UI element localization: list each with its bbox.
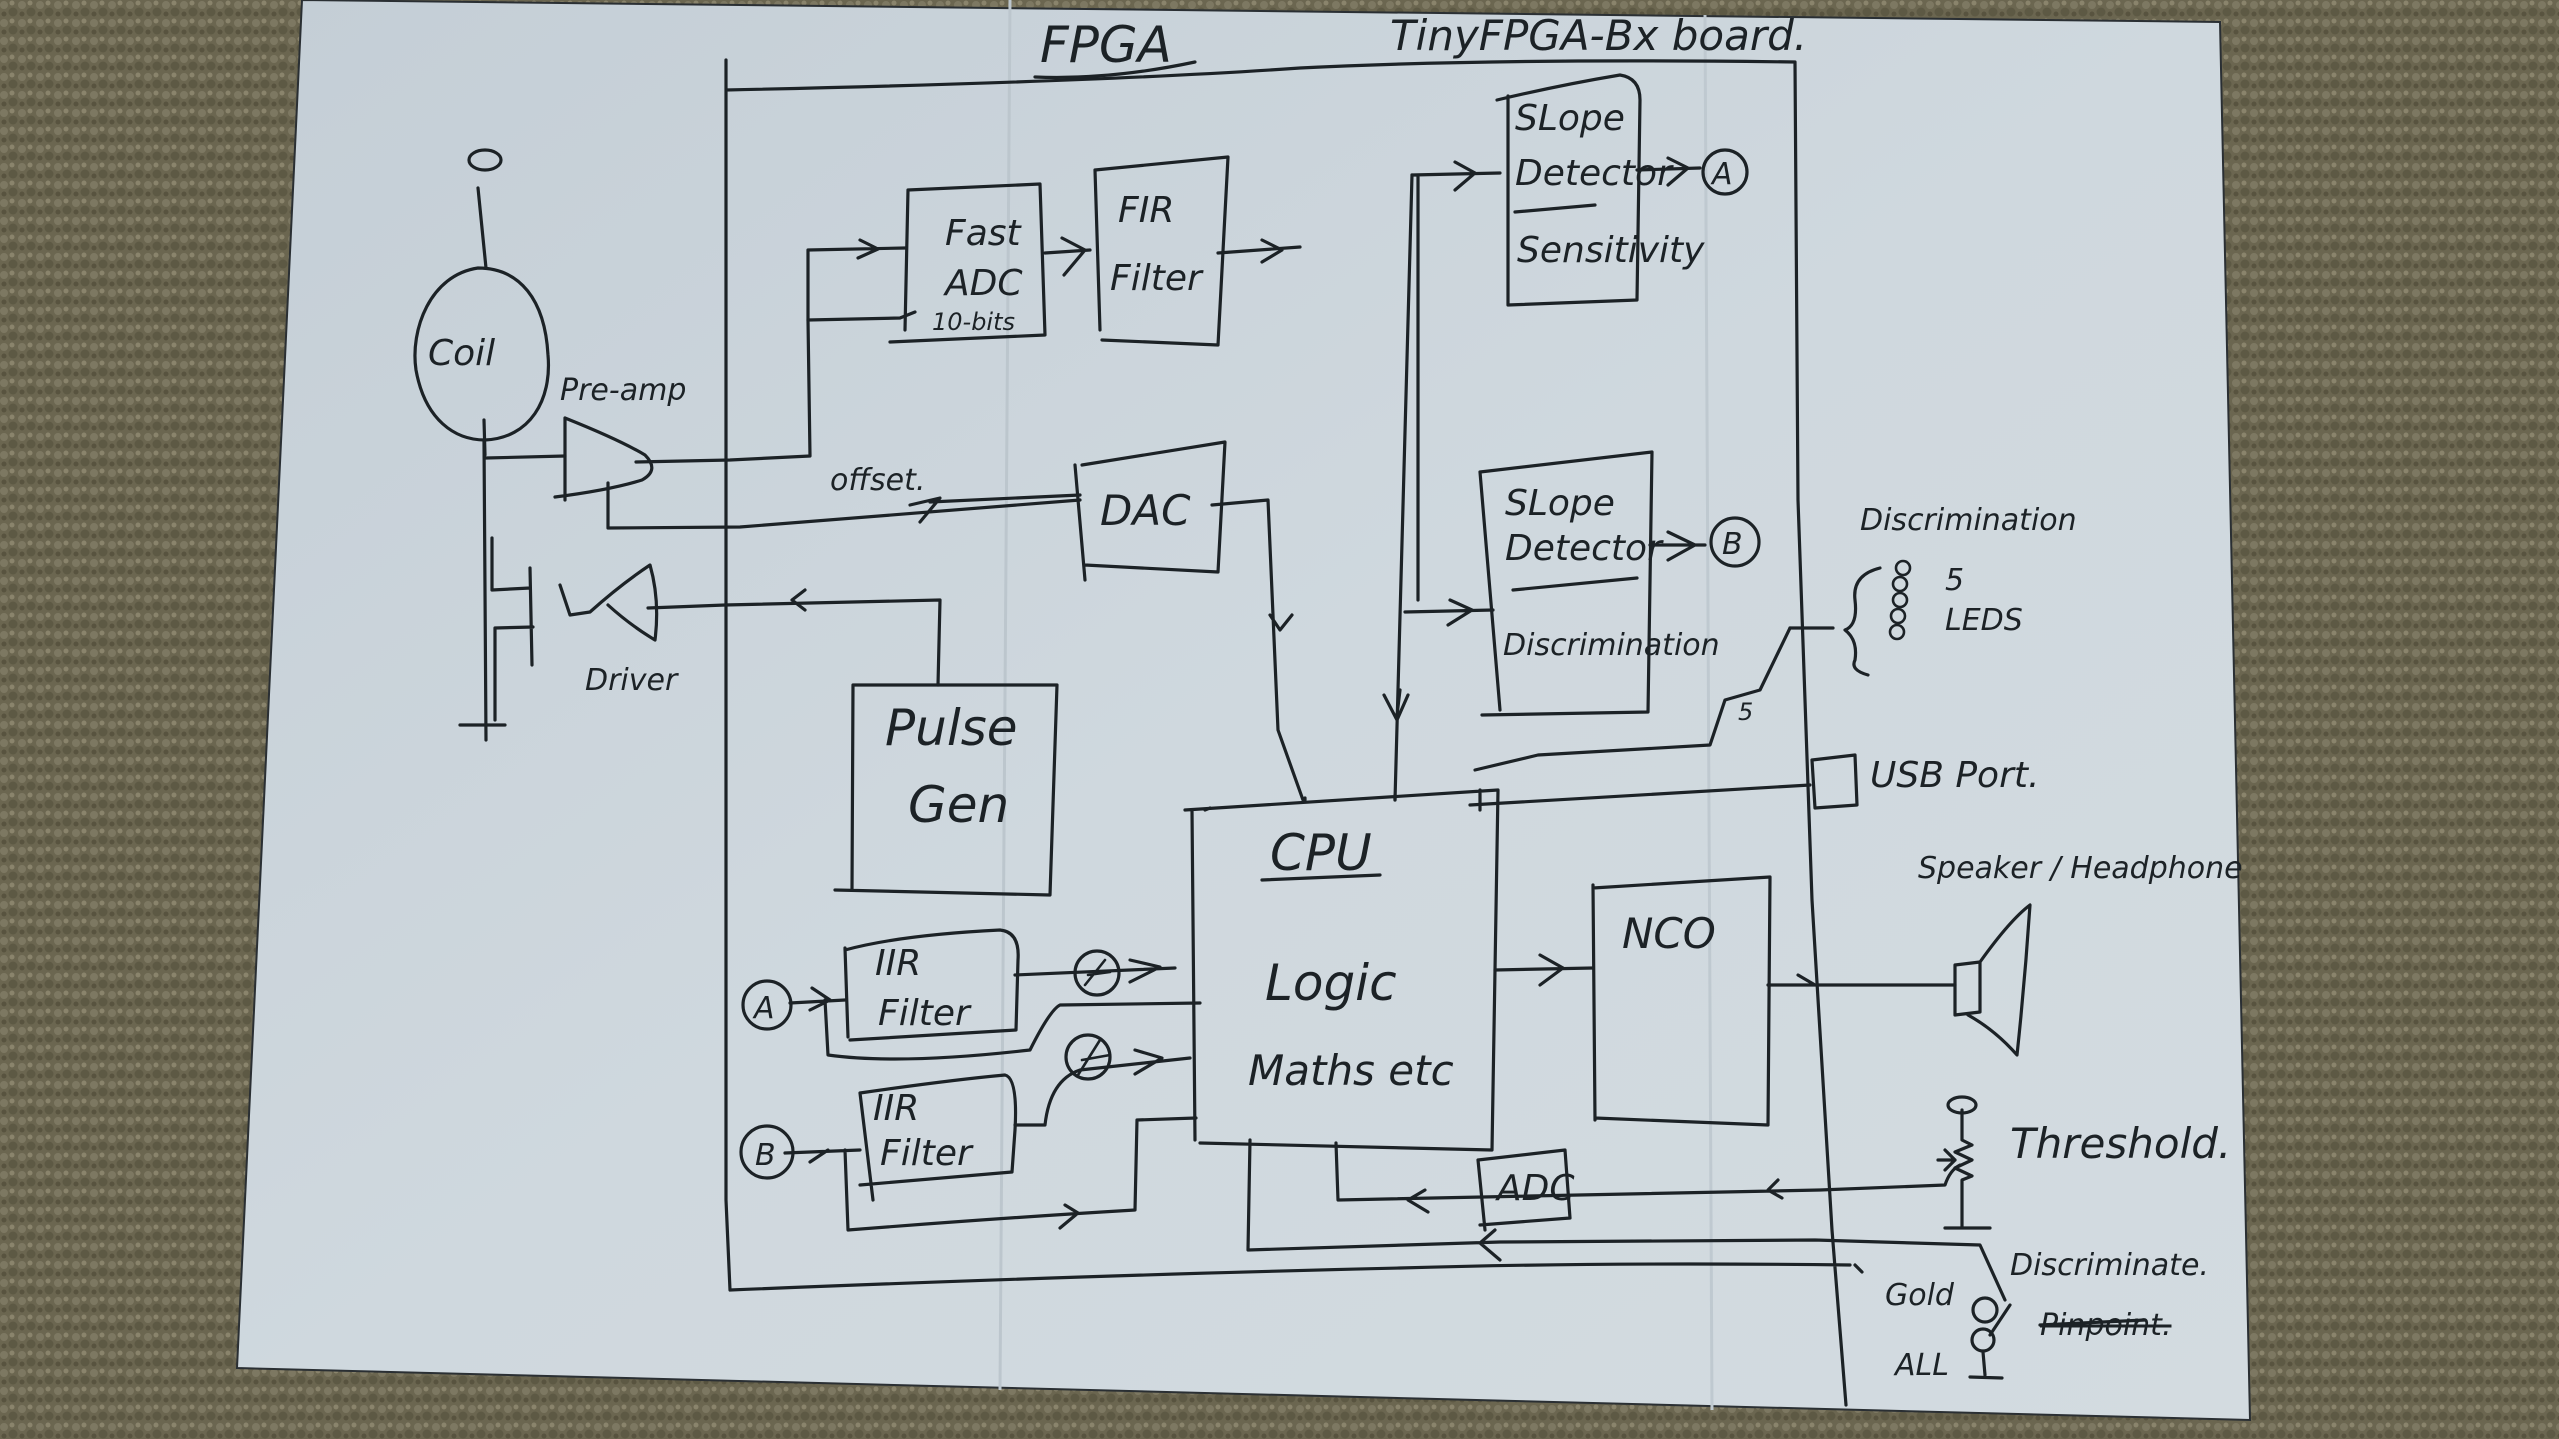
svg-text:Filter: Filter bbox=[880, 1133, 974, 1174]
svg-text:Coil: Coil bbox=[428, 333, 495, 374]
svg-text:DAC: DAC bbox=[1100, 486, 1191, 535]
discriminate-switch: Gold ALL Discriminate. Pinpoint. bbox=[1853, 1248, 2209, 1383]
paper-sheet bbox=[235, 0, 2252, 1422]
slope-detector-discrimination-block: SLope Detector Discrimination bbox=[1403, 450, 1720, 717]
svg-text:Filter: Filter bbox=[878, 993, 972, 1034]
svg-text:Discriminate.: Discriminate. bbox=[2010, 1248, 2209, 1283]
svg-text:NCO: NCO bbox=[1622, 909, 1716, 958]
svg-text:ALL: ALL bbox=[1893, 1348, 1949, 1383]
svg-text:Speaker / Headphone: Speaker / Headphone bbox=[1918, 851, 2243, 886]
pulse-gen-block: Pulse Gen bbox=[833, 683, 1059, 897]
svg-text:offset.: offset. bbox=[830, 463, 925, 498]
svg-text:Filter: Filter bbox=[1110, 258, 1204, 299]
connector-a-output: A bbox=[1701, 148, 1749, 196]
svg-text:IIR: IIR bbox=[873, 1088, 919, 1129]
iir-filter-a-block: IIR Filter bbox=[788, 928, 1202, 1061]
svg-text:Detector: Detector bbox=[1515, 153, 1674, 194]
svg-text:ADC: ADC bbox=[943, 263, 1023, 304]
svg-text:10-bits: 10-bits bbox=[932, 308, 1015, 336]
struck-connector-b bbox=[1064, 1033, 1112, 1081]
svg-text:Pre-amp: Pre-amp bbox=[560, 373, 686, 408]
svg-text:Fast: Fast bbox=[945, 213, 1023, 254]
paper-fold-line bbox=[998, 0, 1012, 1391]
svg-text:LEDS: LEDS bbox=[1945, 603, 2023, 638]
cpu-block: CPU Logic Maths etc 5 bbox=[1183, 626, 1812, 1152]
struck-connector-a bbox=[1073, 949, 1121, 997]
svg-text:B: B bbox=[755, 1138, 776, 1173]
fast-adc-block: Fast ADC 10-bits bbox=[806, 182, 1047, 344]
svg-text:Gold: Gold bbox=[1885, 1278, 1955, 1313]
svg-text:CPU: CPU bbox=[1270, 824, 1372, 882]
svg-text:Discrimination: Discrimination bbox=[1503, 628, 1720, 663]
adc-block: ADC bbox=[1246, 1138, 2007, 1302]
struck-connector-a-scribble bbox=[1083, 958, 1112, 987]
driver: Driver bbox=[458, 536, 942, 727]
svg-text:Gen: Gen bbox=[908, 776, 1009, 834]
struck-connector-b-scribble bbox=[1076, 1038, 1112, 1077]
svg-text:SLope: SLope bbox=[1515, 98, 1625, 139]
svg-text:Pulse: Pulse bbox=[885, 699, 1018, 757]
board-label: TinyFPGA-Bx board. bbox=[1390, 11, 1807, 60]
svg-text:Discrimination: Discrimination bbox=[1860, 503, 2077, 538]
svg-text:SLope: SLope bbox=[1505, 483, 1615, 524]
fpga-boundary bbox=[724, 58, 1852, 1407]
svg-text:A: A bbox=[1710, 157, 1733, 192]
dac-block: DAC bbox=[928, 440, 1305, 802]
svg-text:B: B bbox=[1722, 527, 1743, 562]
svg-text:ADC: ADC bbox=[1495, 1168, 1575, 1209]
svg-text:IIR: IIR bbox=[875, 943, 921, 984]
fpga-title: FPGA bbox=[1040, 16, 1172, 74]
svg-text:Threshold.: Threshold. bbox=[2010, 1119, 2231, 1168]
connector-b-output: B bbox=[1709, 516, 1761, 568]
fir-to-slope-bus bbox=[1382, 173, 1414, 802]
iir-filter-b-block: IIR Filter bbox=[783, 1048, 1198, 1232]
fir-filter-block: FIR Filter bbox=[1043, 155, 1302, 347]
svg-text:Logic: Logic bbox=[1265, 954, 1397, 1012]
usb-port: USB Port. bbox=[1810, 753, 2039, 810]
nco-block: NCO bbox=[1493, 875, 1957, 1127]
svg-text:5: 5 bbox=[1738, 698, 1753, 726]
svg-text:A: A bbox=[752, 991, 775, 1026]
svg-text:USB Port.: USB Port. bbox=[1870, 755, 2039, 796]
connector-b-input: B bbox=[739, 1124, 795, 1180]
svg-text:Sensitivity: Sensitivity bbox=[1517, 230, 1705, 271]
connector-a-input: A bbox=[741, 979, 793, 1031]
svg-text:Detector: Detector bbox=[1505, 528, 1664, 569]
svg-text:Maths etc: Maths etc bbox=[1248, 1046, 1454, 1095]
paper-fold-line bbox=[1703, 14, 1714, 1411]
svg-text:FIR: FIR bbox=[1118, 190, 1174, 231]
svg-text:Driver: Driver bbox=[585, 663, 679, 698]
threshold-potentiometer: Threshold. bbox=[1936, 1095, 2231, 1230]
svg-text:5: 5 bbox=[1945, 563, 1964, 598]
fpga-title-underline bbox=[1033, 60, 1197, 80]
speaker-icon: Speaker / Headphone bbox=[1918, 851, 2243, 1057]
discrimination-leds: Discrimination 5 LEDS bbox=[1788, 503, 2077, 677]
preamp: Pre-amp offset. bbox=[482, 310, 1082, 742]
slope-detector-sensitivity-block: SLope Detector Sensitivity bbox=[1410, 73, 1705, 602]
